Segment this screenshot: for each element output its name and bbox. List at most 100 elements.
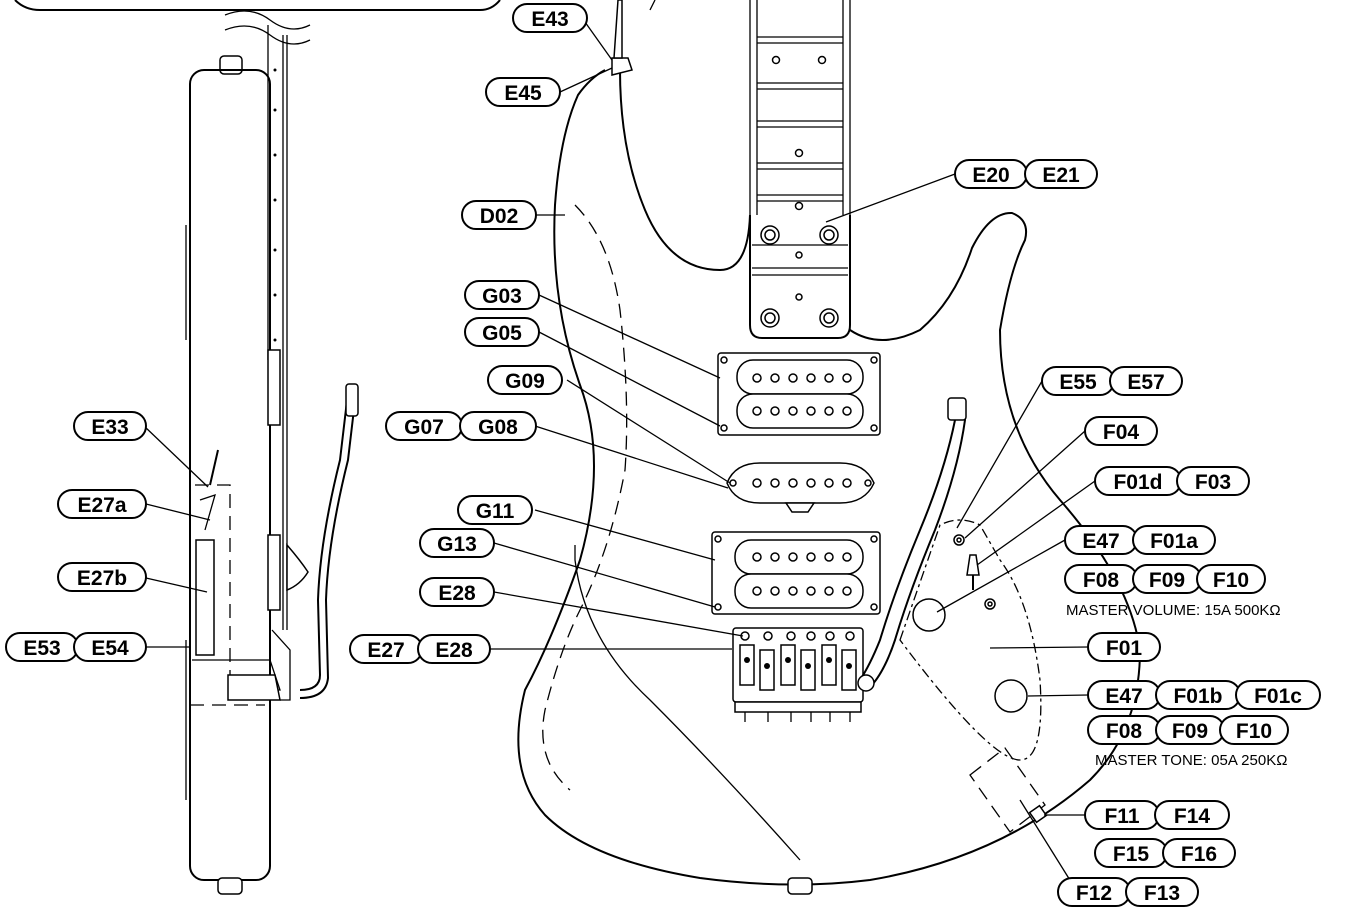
label-G05: G05 <box>464 317 540 347</box>
pickup-side <box>267 349 281 426</box>
label-E47-F01a: E47 F01a <box>1064 525 1216 555</box>
svg-text:E45: E45 <box>504 82 542 105</box>
label-F08-F09-F10-volume: F08 F09 F10 <box>1064 564 1266 594</box>
svg-text:G11: G11 <box>476 500 515 523</box>
middle-pickup <box>726 462 875 513</box>
header-box-edge <box>14 0 501 11</box>
svg-text:E47: E47 <box>1105 685 1142 708</box>
svg-text:F01d: F01d <box>1113 471 1162 494</box>
label-E27-E28: E27 E28 <box>349 634 491 664</box>
svg-text:F16: F16 <box>1181 843 1217 866</box>
label-F11-F14: F11 F14 <box>1084 800 1230 830</box>
label-F01d-F03: F01d F03 <box>1094 466 1250 496</box>
label-G11: G11 <box>457 495 533 525</box>
side-dots <box>273 68 277 342</box>
label-E55-E57: E55 E57 <box>1041 366 1183 396</box>
svg-text:F11: F11 <box>1104 805 1139 828</box>
control-knobs <box>912 534 1028 713</box>
svg-text:F10: F10 <box>1236 720 1272 743</box>
svg-text:F08: F08 <box>1083 569 1120 592</box>
label-D02: D02 <box>461 200 537 230</box>
neck-bolts <box>760 225 839 328</box>
strap-button-bottom-front <box>787 877 813 895</box>
label-F01: F01 <box>1087 632 1161 662</box>
svg-text:F01: F01 <box>1106 637 1143 660</box>
neck-heel <box>749 215 851 339</box>
svg-text:F08: F08 <box>1106 720 1143 743</box>
fret-markers <box>771 55 827 211</box>
body-contour <box>542 204 628 791</box>
frets <box>757 36 843 202</box>
label-E33: E33 <box>73 411 147 441</box>
bridge-pickup <box>711 531 881 615</box>
cavity-line <box>574 545 801 861</box>
svg-text:E27: E27 <box>367 639 404 662</box>
output-jack <box>1028 804 1048 824</box>
svg-text:E21: E21 <box>1042 164 1080 187</box>
label-F15-F16: F15 F16 <box>1094 838 1236 868</box>
svg-text:G07: G07 <box>404 416 444 439</box>
label-G03: G03 <box>464 280 540 310</box>
svg-text:F13: F13 <box>1144 882 1180 905</box>
master-volume-note: MASTER VOLUME: 15A 500KΩ <box>1066 602 1281 619</box>
svg-text:F01c: F01c <box>1254 685 1302 708</box>
neck-pickup <box>717 352 881 436</box>
label-E45: E45 <box>485 77 561 107</box>
svg-text:G13: G13 <box>437 533 477 556</box>
neck-break-line <box>224 25 311 45</box>
claw-screw <box>209 449 219 486</box>
label-E27a: E27a <box>57 489 147 519</box>
tremolo-arm-side <box>299 391 349 691</box>
svg-text:E20: E20 <box>972 164 1009 187</box>
output-jack-cavity <box>969 747 1046 833</box>
label-E53-E54: E53 E54 <box>5 632 147 662</box>
label-G07-G08: G07 G08 <box>385 411 537 441</box>
claw <box>199 493 216 531</box>
label-E28: E28 <box>419 577 495 607</box>
svg-text:D02: D02 <box>480 205 519 228</box>
svg-text:F14: F14 <box>1174 805 1211 828</box>
svg-text:G08: G08 <box>478 416 518 439</box>
label-E43-text: E43 <box>531 8 568 31</box>
tremolo-arm <box>859 404 957 681</box>
leader-lines <box>143 0 1096 886</box>
label-F12-F13: F12 F13 <box>1057 877 1199 907</box>
master-tone-note: MASTER TONE: 05A 250KΩ <box>1095 752 1287 769</box>
body-side <box>189 69 271 881</box>
label-E47-F01b-F01c: E47 F01b F01c <box>1087 680 1321 710</box>
svg-text:F01b: F01b <box>1173 685 1222 708</box>
svg-text:F09: F09 <box>1149 569 1185 592</box>
strap-button-front <box>611 57 633 76</box>
svg-text:E28: E28 <box>435 639 473 662</box>
strap-button-bottom <box>217 877 243 895</box>
svg-text:F09: F09 <box>1172 720 1208 743</box>
svg-text:E55: E55 <box>1059 371 1097 394</box>
svg-text:F15: F15 <box>1113 843 1150 866</box>
spring <box>195 539 215 656</box>
label-E43: E43 <box>512 3 588 33</box>
svg-text:F12: F12 <box>1076 882 1112 905</box>
svg-text:F03: F03 <box>1195 471 1231 494</box>
label-G09: G09 <box>487 365 563 395</box>
svg-text:E54: E54 <box>91 637 129 660</box>
label-G13: G13 <box>419 528 495 558</box>
svg-text:G03: G03 <box>482 285 522 308</box>
svg-text:E47: E47 <box>1082 530 1119 553</box>
svg-text:E53: E53 <box>23 637 60 660</box>
label-F04: F04 <box>1084 416 1158 446</box>
label-F08-F09-F10-tone: F08 F09 F10 <box>1087 715 1289 745</box>
svg-text:E33: E33 <box>91 416 128 439</box>
tremolo-bridge <box>732 627 864 722</box>
neck-break-line <box>224 10 311 30</box>
label-E27b: E27b <box>57 562 147 592</box>
arm-tip <box>286 542 309 592</box>
svg-text:F10: F10 <box>1213 569 1249 592</box>
front-view <box>517 0 1142 895</box>
svg-text:F01a: F01a <box>1150 530 1198 553</box>
svg-text:F04: F04 <box>1103 421 1140 444</box>
label-E20-E21: E20 E21 <box>954 159 1098 189</box>
control-plate <box>899 519 1042 761</box>
svg-text:G05: G05 <box>482 322 522 345</box>
svg-text:E28: E28 <box>438 582 476 605</box>
